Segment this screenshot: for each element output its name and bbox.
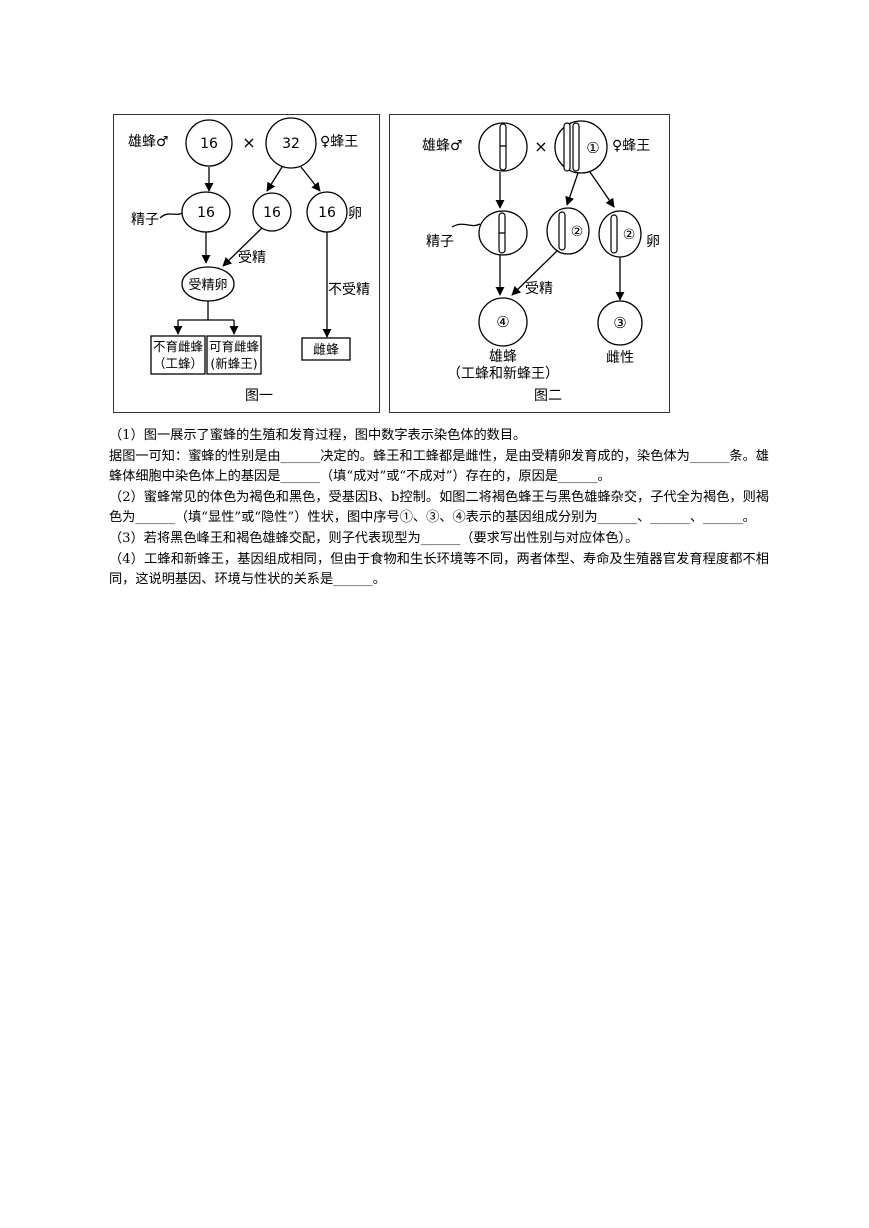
fertile-female-box: [206, 335, 262, 375]
zygote-label: 受精卵: [188, 278, 227, 293]
question-block: （1）图一展示了蜜蜂的生殖和发育过程，图中数字表示染色体的数目。 据图一可知：蜜…: [109, 426, 769, 591]
question-2: （2）蜜蜂常见的体色为褐色和黑色，受基因B、b控制。如图二将褐色蜂王与黑色雄蜂杂…: [109, 489, 769, 526]
figure-one-diagram: 雄蜂♂ 16 × 32 ♀蜂王 精子 16 16 16 卵 受精 不受精 受精卵…: [128, 117, 370, 404]
egg-cell-a: [252, 192, 292, 232]
unfertilized-label: 不受精: [328, 282, 370, 298]
figure-two: 雄蜂♂ × ① ♀蜂王 精子 ② ② 卵 受精 ④ 雄蜂 （工蜂和新蜂王） ③ …: [389, 114, 670, 413]
arrow-egg-to-zygote: [222, 227, 263, 267]
sterile-female-box: [150, 335, 206, 375]
sperm-label: 精子: [426, 234, 454, 250]
fertile-female-line1: 可育雌蜂: [209, 339, 260, 354]
egg-b-chromosome-count: 16: [318, 205, 336, 221]
male-parent-cell: [185, 119, 233, 167]
offspring-three-mark: ③: [613, 314, 626, 332]
arrow-queen-to-egg-b: [300, 166, 321, 192]
question-1-intro: （1）图一展示了蜜蜂的生殖和发育过程，图中数字表示染色体的数目。: [109, 428, 527, 443]
queen-genotype-mark: ①: [586, 139, 599, 157]
figure-two-diagram: 雄蜂♂ × ① ♀蜂王 精子 ② ② 卵 受精 ④ 雄蜂 （工蜂和新蜂王） ③ …: [422, 120, 660, 404]
egg-label: 卵: [646, 234, 660, 250]
queen-chromosome-b: [572, 122, 580, 172]
sperm-tail: [159, 210, 186, 219]
male-parent-label: 雄蜂♂: [422, 138, 463, 154]
fertilize-label: 受精: [238, 250, 266, 266]
arrow-queen-to-egg-a: [565, 172, 579, 206]
figure-one: 雄蜂♂ 16 × 32 ♀蜂王 精子 16 16 16 卵 受精 不受精 受精卵…: [113, 114, 380, 413]
egg-a-mark: ②: [571, 224, 584, 240]
male-offspring-label: 雌蜂: [313, 342, 339, 358]
female-offspring-line1: 雄蜂: [489, 349, 517, 365]
sperm-label: 精子: [131, 212, 159, 228]
queen-chromosome-count: 32: [282, 136, 300, 152]
male-offspring-label: 雌性: [606, 350, 634, 366]
figure-two-caption: 图二: [534, 388, 562, 404]
sperm-tail: [451, 223, 481, 228]
cross-sign: ×: [534, 137, 547, 156]
male-chromosome: [499, 123, 507, 171]
egg-cell-a: [546, 207, 590, 255]
queen-parent-label: ♀蜂王: [320, 134, 358, 150]
arrow-queen-to-egg-b: [589, 171, 615, 208]
female-offspring-line2: （工蜂和新蜂王）: [447, 366, 559, 382]
sterile-female-line2: （工蜂）: [153, 356, 203, 371]
male-chromosome-count: 16: [200, 136, 218, 152]
egg-b-mark: ②: [623, 227, 636, 243]
unfertilized-offspring-cell: [597, 300, 643, 346]
arrow-queen-to-egg-a: [266, 166, 283, 192]
fertile-female-line2: (新蜂王): [210, 356, 257, 371]
sterile-female-line1: 不育雌蜂: [153, 339, 204, 354]
queen-parent-cell: [265, 117, 317, 169]
male-offspring-box: [301, 337, 351, 361]
male-parent-label: 雄蜂♂: [128, 134, 169, 150]
queen-chromosome-a: [563, 122, 571, 172]
figure-one-caption: 图一: [245, 388, 273, 404]
question-4: （4）工蜂和新蜂王，基因组成相同，但由于食物和生长环境等不同，两者体型、寿命及生…: [109, 551, 769, 588]
arrow-egg-to-zygote: [511, 250, 558, 296]
cross-sign: ×: [242, 133, 255, 152]
question-1-body: 据图一可知：蜜蜂的性别是由______决定的。蜂王和工蜂都是雌性，是由受精卵发育…: [109, 448, 769, 485]
offspring-four-mark: ④: [496, 313, 509, 331]
fertilized-offspring-cell: [478, 297, 528, 347]
sperm-chromosome-count: 16: [197, 205, 215, 221]
egg-a-chromosome: [558, 211, 566, 251]
fertilize-label: 受精: [525, 281, 553, 297]
egg-b-chromosome: [610, 214, 618, 254]
egg-label: 卵: [348, 206, 362, 222]
egg-a-chromosome-count: 16: [263, 205, 281, 221]
queen-parent-label: ♀蜂王: [612, 138, 650, 154]
question-3: （3）若将黑色峰王和褐色雄蜂交配，则子代表现型为______（要求写出性别与对应…: [109, 530, 639, 546]
